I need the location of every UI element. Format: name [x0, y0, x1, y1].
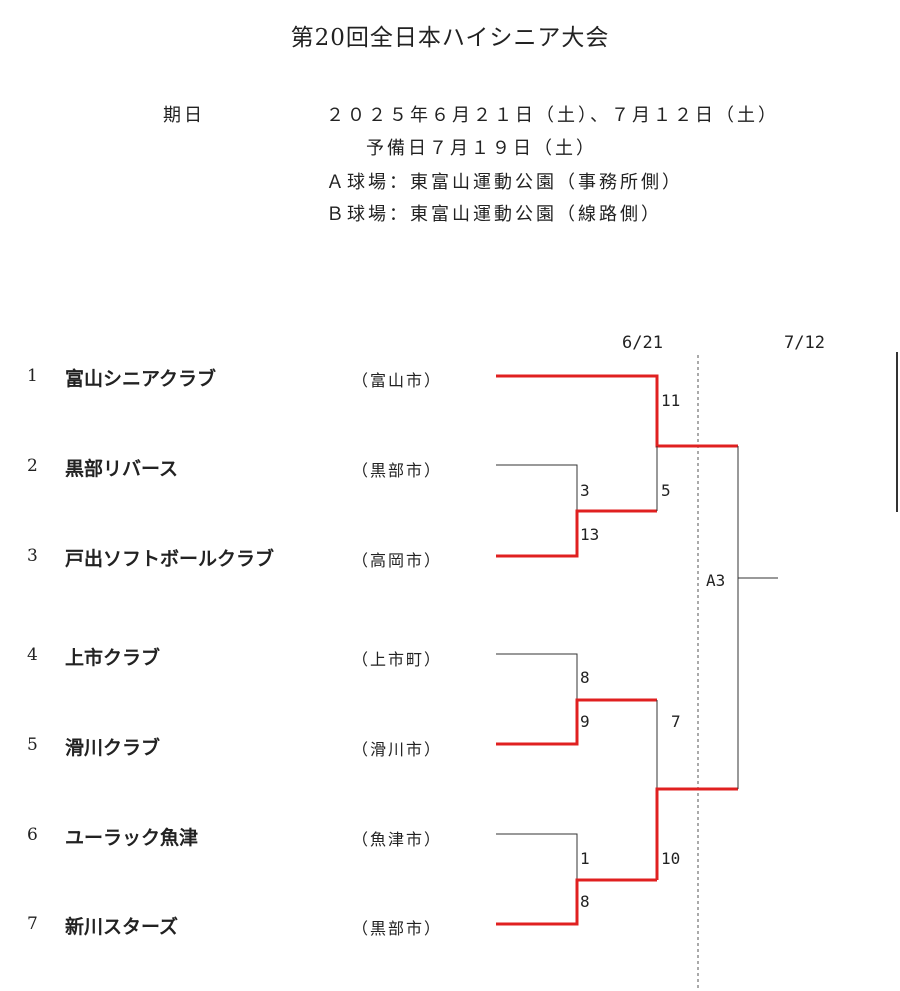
- score-m2-top: 8: [580, 668, 590, 687]
- team-city: （高岡市）: [352, 551, 443, 570]
- final-field-label: A3: [706, 571, 726, 590]
- score-m1-bottom: 13: [580, 525, 600, 544]
- team-name: ユーラック魚津: [65, 827, 199, 849]
- team-city: （富山市）: [352, 371, 443, 390]
- score-sf2-bottom: 10: [661, 849, 681, 868]
- schedule-field-a: Ａ球場：東富山運動公園（事務所側）: [326, 172, 683, 193]
- team-city: （魚津市）: [352, 830, 443, 849]
- team-name: 富山シニアクラブ: [65, 368, 217, 390]
- team-city: （黒部市）: [352, 919, 443, 938]
- bracket-line-team4: [496, 653, 578, 700]
- score-m1-top: 3: [580, 481, 590, 500]
- score-m3-bottom: 8: [580, 892, 590, 911]
- bracket-line-team7: [496, 878, 657, 926]
- bracket-line-team3: [496, 509, 657, 558]
- team-seed: 5: [27, 735, 38, 755]
- team-name: 滑川クラブ: [65, 737, 161, 759]
- bracket-line-sf2-winner: [655, 787, 738, 880]
- team-seed: 2: [27, 456, 38, 476]
- round-date-2: 7/12: [784, 333, 825, 353]
- bracket-line-team2: [496, 464, 578, 511]
- schedule-label: 期日: [163, 105, 205, 126]
- team-city: （上市町）: [352, 650, 443, 669]
- team-seed: 6: [27, 825, 38, 845]
- team-name: 新川スターズ: [65, 916, 179, 938]
- bracket-line-team5: [496, 698, 657, 746]
- schedule-reserve: 予備日７月１９日（土）: [366, 138, 597, 159]
- team-seed: 7: [27, 914, 38, 934]
- page-edge-divider: [896, 352, 898, 512]
- score-sf1-bottom: 5: [661, 481, 671, 500]
- bracket-line-team1: [496, 374, 738, 448]
- team-name: 上市クラブ: [65, 647, 161, 669]
- score-m2-bottom: 9: [580, 712, 590, 731]
- score-m3-top: 1: [580, 849, 590, 868]
- score-sf2-top: 7: [671, 712, 681, 731]
- score-sf1-top: 11: [661, 391, 681, 410]
- page-title: 第20回全日本ハイシニア大会: [290, 25, 610, 51]
- bracket-line-team6: [496, 833, 578, 880]
- schedule-field-b: Ｂ球場：東富山運動公園（線路側）: [326, 204, 662, 225]
- team-city: （滑川市）: [352, 740, 443, 759]
- schedule-dates: ２０２５年６月２１日（土）、７月１２日（土）: [326, 105, 779, 126]
- team-seed: 1: [27, 366, 38, 386]
- team-seed: 3: [27, 546, 38, 566]
- team-city: （黒部市）: [352, 461, 443, 480]
- team-name: 黒部リバース: [65, 458, 179, 480]
- round-date-1: 6/21: [622, 333, 663, 353]
- team-seed: 4: [27, 645, 38, 665]
- team-name: 戸出ソフトボールクラブ: [65, 548, 275, 570]
